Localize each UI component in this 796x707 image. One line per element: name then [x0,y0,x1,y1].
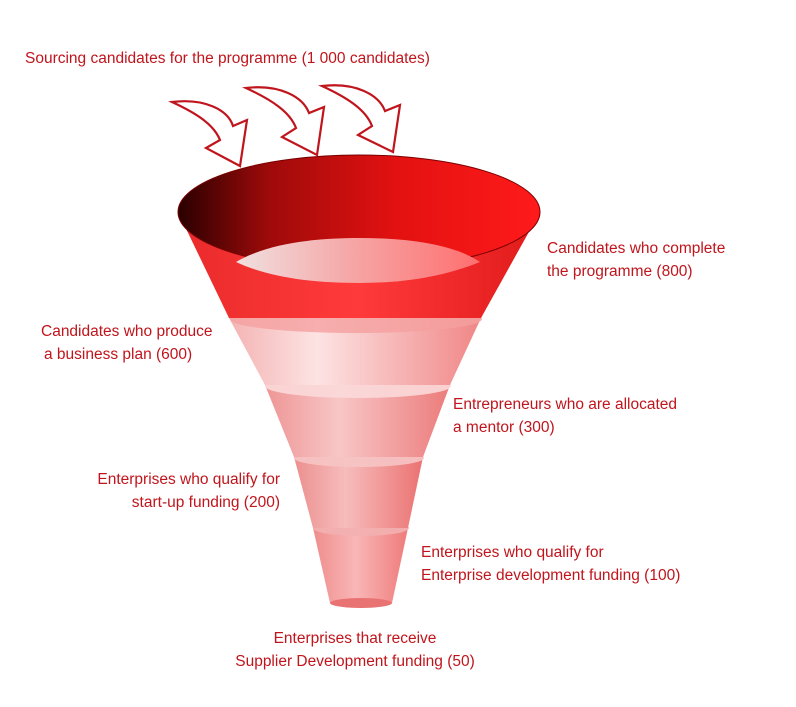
stage-label-1-line2: the programme (800) [547,263,693,280]
stage-label-5: Enterprises who qualify for Enterprise d… [421,541,680,587]
stage-label-6-line2: Supplier Development funding (50) [235,653,475,670]
stage-label-6-line1: Enterprises that receive [273,630,437,647]
stage-label-4-line2: start-up funding (200) [131,494,280,511]
stage-label-3-line2: a mentor (300) [453,419,555,436]
curved-arrow-icon [168,100,249,168]
stage-label-3-line1: Entrepreneurs who are allocated [453,396,678,413]
stage-label-5-line2: Enterprise development funding (100) [421,567,681,584]
curved-arrow-icon [317,84,402,154]
funnel-segment-3 [265,374,451,457]
curved-arrow-icon [241,86,326,157]
funnel-segment-4 [294,449,424,528]
stage-label-3: Entrepreneurs who are allocated a mentor… [453,393,677,439]
stage-label-6: Enterprises that receive Supplier Develo… [205,627,505,673]
stage-label-5-line1: Enterprises who qualify for [421,544,604,561]
stage-label-2: Candidates who produce a business plan (… [41,320,212,366]
stage-label-1: Candidates who complete the programme (8… [547,237,725,283]
stage-label-2-line2: a business plan (600) [44,346,193,363]
funnel-segment-5 [313,520,409,608]
stage-label-1-line1: Candidates who complete [547,240,726,257]
stage-label-4: Enterprises who qualify for start-up fun… [62,468,280,514]
funnel-title: Sourcing candidates for the programme (1… [25,50,430,67]
stage-label-4-line1: Enterprises who qualify for [97,471,280,488]
stage-label-2-line1: Candidates who produce [41,323,213,340]
funnel-rim [177,154,541,283]
